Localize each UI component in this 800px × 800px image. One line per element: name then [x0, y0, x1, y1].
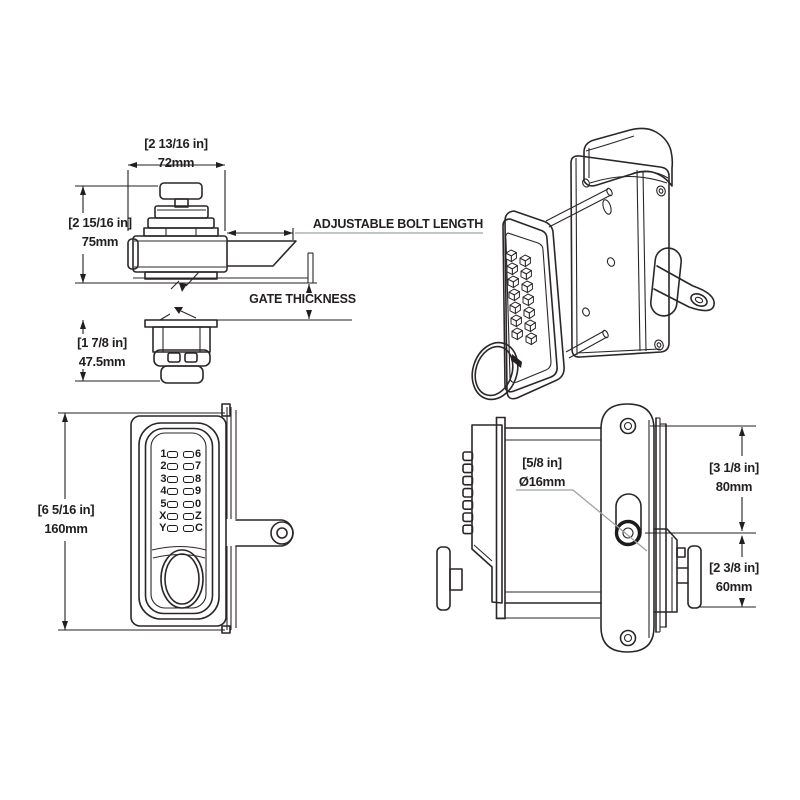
dimension-80mm: [645, 425, 756, 534]
key-button: [183, 488, 194, 496]
key-label: 1: [160, 448, 166, 460]
top-view: [436, 403, 702, 653]
side-view: [127, 182, 314, 292]
key-label: Y: [159, 522, 166, 535]
front-view: [130, 403, 294, 634]
outside-unit-label-mm: 47.5mm: [78, 354, 126, 369]
side-height-label-mm: 75mm: [81, 234, 119, 249]
key-button: [167, 451, 178, 458]
key-label: X: [159, 510, 166, 522]
key-button: [167, 475, 178, 483]
outside-unit-label-in: [1 7/8 in]: [77, 335, 127, 350]
dimension-60mm: [700, 535, 756, 608]
dimension-bolt-length: [227, 228, 483, 240]
key-button: [183, 475, 194, 483]
key-label: 5: [160, 497, 166, 510]
gate-thickness-label: GATE THICKNESS: [249, 292, 356, 306]
key-button: [167, 525, 178, 533]
key-button: [183, 525, 194, 533]
side-height-label-in: [2 15/16 in]: [68, 215, 132, 230]
outside-unit-view: [144, 307, 218, 384]
key-label: 3: [160, 472, 166, 485]
adjustable-bolt-length-label: ADJUSTABLE BOLT LENGTH: [312, 217, 484, 231]
key-label: 7: [195, 460, 201, 473]
front-height-label-in: [6 5/16 in]: [37, 502, 95, 517]
key-button: [183, 500, 194, 508]
key-button: [183, 463, 194, 471]
dimension-72mm: [127, 162, 226, 231]
dimension-gate-thickness: [75, 282, 352, 321]
dimension-47mm: [75, 320, 160, 382]
front-height-label-mm: 160mm: [44, 521, 88, 536]
upper-span-label-mm: 80mm: [715, 479, 753, 494]
perspective-view: [471, 127, 715, 401]
side-width-label-in: [2 13/16 in]: [144, 136, 208, 151]
spindle-label-mm: Ø16mm: [518, 474, 566, 489]
lower-span-label-in: [2 3/8 in]: [709, 560, 759, 575]
key-button: [167, 463, 178, 471]
key-button: [183, 513, 194, 520]
spindle-label-in: [5/8 in]: [522, 455, 562, 470]
key-button: [167, 488, 178, 496]
key-button: [167, 500, 178, 508]
leader-spindle-diameter: [516, 489, 648, 552]
key-label: 2: [160, 460, 166, 473]
key-label: 6: [195, 448, 201, 460]
dimension-160mm: [58, 412, 225, 631]
key-label: 9: [195, 485, 201, 498]
key-label: Z: [195, 510, 202, 522]
key-label: 4: [160, 485, 166, 498]
dimension-75mm: [75, 185, 158, 283]
key-label: 8: [195, 472, 201, 485]
key-label: C: [195, 522, 203, 535]
upper-span-label-in: [3 1/8 in]: [709, 460, 759, 475]
lower-span-label-mm: 60mm: [715, 579, 753, 594]
key-label: 0: [195, 497, 201, 510]
side-width-label-mm: 72mm: [157, 155, 195, 170]
key-button: [167, 513, 178, 520]
key-button: [183, 451, 194, 458]
